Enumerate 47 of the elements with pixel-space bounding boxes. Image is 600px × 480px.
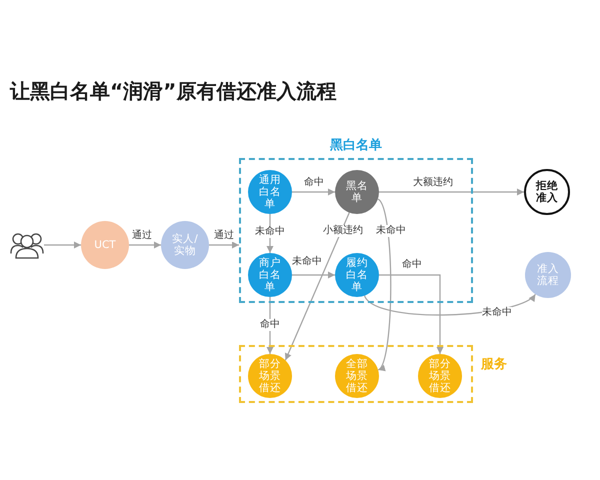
arrow [284, 212, 350, 361]
circle-node [335, 170, 379, 214]
circle-node [335, 253, 379, 297]
edge-label: 未命中 [482, 307, 512, 319]
edge-label: 命中 [402, 259, 422, 271]
arrow [44, 242, 81, 248]
circle-node [248, 354, 292, 398]
circle-node [525, 252, 571, 298]
edge-label: 命中 [260, 319, 280, 331]
arrow [292, 188, 335, 196]
people-icon [10, 231, 44, 259]
node-label: UCT [93, 238, 117, 252]
group-heading: 黑白名单 [329, 137, 383, 154]
group-heading: 服务 [481, 356, 507, 373]
arrow [209, 242, 239, 248]
node-label: 部分场景借还 [258, 358, 282, 394]
circle-node [418, 354, 462, 398]
edge-label: 未命中 [376, 225, 406, 237]
edge-label: 通过 [214, 230, 234, 242]
edge-label: 命中 [304, 177, 324, 189]
node-label: 实人/实物 [171, 232, 199, 258]
edge-label: 大额违约 [413, 177, 453, 189]
node-label: 通用白名单 [258, 174, 282, 210]
circle-node [161, 221, 209, 269]
circle-node [81, 221, 129, 269]
node-label: 商户白名单 [258, 256, 282, 294]
node-label: 黑名单 [345, 180, 369, 204]
arrow [379, 188, 524, 196]
node-label: 全部场景借还 [345, 358, 369, 394]
arrow [379, 274, 444, 354]
arrow [377, 198, 392, 370]
arrow [266, 297, 274, 354]
edge-label: 未命中 [292, 256, 322, 268]
circle-node [335, 354, 379, 398]
circle-node [248, 253, 292, 297]
node-label: 准入流程 [536, 262, 560, 288]
diagram-title: 让黑白名单“润滑”原有借还准入流程 [10, 78, 336, 105]
circle-node [248, 170, 292, 214]
circle-node [524, 169, 570, 215]
edge-label: 小额违约 [323, 225, 363, 237]
arrow [129, 242, 161, 248]
node-label: 部分场景借还 [428, 358, 452, 394]
edge-label: 通过 [132, 230, 152, 242]
arrow [292, 272, 335, 278]
node-label: 履约白名单 [345, 256, 369, 294]
edge-label: 未命中 [255, 226, 285, 238]
node-label: 拒绝准入 [535, 180, 559, 204]
